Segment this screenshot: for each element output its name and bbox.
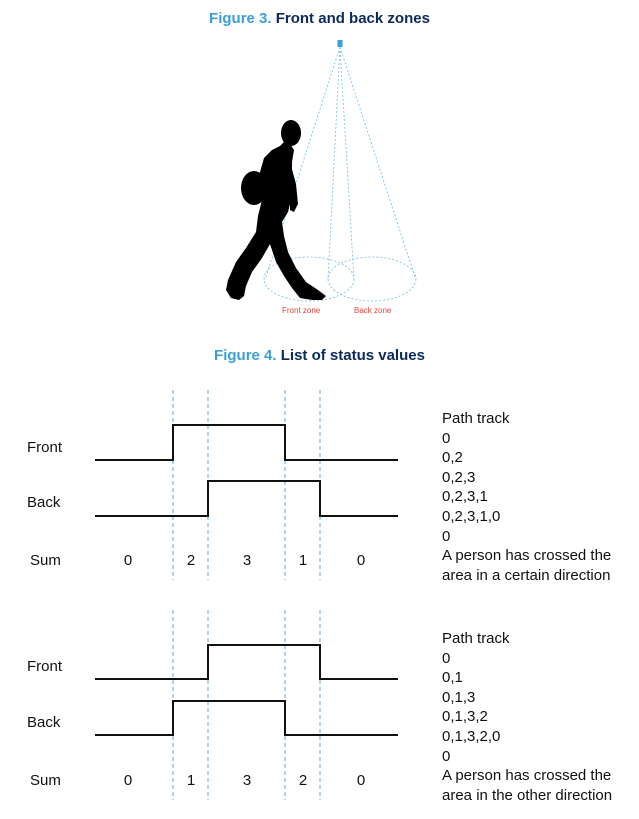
- path-track-note: A person has crossed the: [442, 767, 612, 785]
- path-track-list-1: Path track 0 0,2 0,2,3 0,2,3,1 0,2,3,1,0…: [442, 409, 611, 585]
- sum-value: 2: [187, 552, 195, 569]
- sum-value: 1: [299, 552, 307, 569]
- sum-label: Sum: [30, 552, 61, 569]
- path-track-line: 0,2,3: [442, 468, 476, 486]
- sum-value: 2: [299, 772, 307, 789]
- path-track-note: area in a certain direction: [442, 566, 611, 584]
- sum-value: 0: [357, 772, 365, 789]
- path-track-line: 0: [442, 747, 451, 765]
- back-label: Back: [27, 714, 61, 731]
- path-track-line: 0,2,3,1: [442, 488, 488, 506]
- sum-value: 0: [357, 552, 365, 569]
- front-signal: [95, 644, 398, 680]
- path-track-line: 0,1,3,2: [442, 708, 488, 726]
- figure-3-title: Figure 3. Front and back zones: [0, 10, 639, 27]
- front-label: Front: [27, 658, 63, 675]
- front-label: Front: [27, 439, 63, 456]
- path-track-line: 0: [442, 527, 451, 545]
- figure-4-text: List of status values: [280, 347, 425, 364]
- path-track-note: A person has crossed the: [442, 547, 612, 565]
- back-zone-label: Back zone: [354, 306, 392, 315]
- sensor-icon: [337, 40, 343, 47]
- figure-4-title: Figure 4. List of status values: [0, 347, 639, 364]
- front-zone-label: Front zone: [282, 306, 321, 315]
- sensor-cone: [263, 46, 417, 302]
- sum-value: 3: [243, 772, 251, 789]
- figure-3-number: Figure 3.: [209, 10, 272, 27]
- path-track-line: 0,2,3,1,0: [442, 507, 501, 525]
- path-track-line: 0,1,3,2,0: [442, 727, 501, 745]
- walking-person-silhouette: [226, 120, 326, 300]
- figure-4-number: Figure 4.: [214, 347, 277, 364]
- sum-value: 1: [187, 772, 195, 789]
- path-track-line: 0: [442, 429, 451, 447]
- sum-label: Sum: [30, 772, 61, 789]
- path-track-list-2: Path track 0 0,1 0,1,3 0,1,3,2 0,1,3,2,0…: [442, 629, 612, 805]
- path-track-line: 0,2: [442, 449, 463, 467]
- diagram-1: Front Back Sum 0 2 3 1 0: [27, 390, 398, 580]
- back-signal: [95, 480, 398, 517]
- sum-value: 0: [124, 552, 132, 569]
- sum-value: 0: [124, 772, 132, 789]
- front-signal: [95, 424, 398, 461]
- path-track-line: 0: [442, 649, 451, 667]
- path-track-heading: Path track: [442, 630, 510, 647]
- back-label: Back: [27, 494, 61, 511]
- path-track-line: 0,1,3: [442, 688, 476, 706]
- path-track-line: 0,1: [442, 669, 463, 687]
- figure-3-text: Front and back zones: [275, 10, 430, 27]
- path-track-note: area in the other direction: [442, 786, 613, 804]
- diagram-2: Front Back Sum 0 1 3 2 0: [27, 610, 398, 800]
- path-track-heading: Path track: [442, 410, 510, 427]
- back-signal: [95, 700, 398, 736]
- sum-value: 3: [243, 552, 251, 569]
